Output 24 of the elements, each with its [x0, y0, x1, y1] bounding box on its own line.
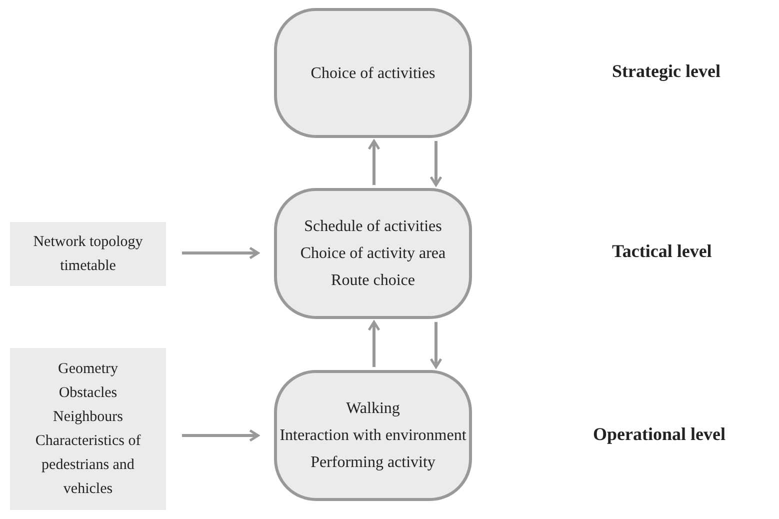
node-text: Choice of activities	[310, 64, 436, 84]
node-text: Performing activity	[310, 453, 436, 473]
level-label: Tactical level	[612, 241, 712, 262]
arrow	[368, 140, 380, 185]
arrow	[430, 141, 442, 186]
node-text: Interaction with environment	[280, 426, 466, 446]
rounded-box	[274, 370, 472, 501]
rounded-box	[274, 8, 472, 138]
level-label: Operational level	[593, 424, 726, 445]
level-label: Strategic level	[612, 61, 720, 82]
node-text: Neighbours	[53, 408, 123, 427]
node-text: Schedule of activities	[304, 217, 442, 237]
node-text: Characteristics of pedestrians and vehicles	[34, 432, 142, 499]
node-text: Choice of activity area	[300, 244, 446, 264]
node-text: Geometry	[58, 360, 118, 379]
arrow	[182, 429, 260, 442]
arrow	[182, 246, 260, 260]
node-text: Obstacles	[58, 384, 118, 403]
node-text: Walking	[346, 399, 400, 419]
arrow	[368, 320, 380, 367]
rounded-box	[274, 188, 472, 319]
node-text: Network topology timetable	[32, 233, 144, 276]
arrow	[430, 322, 442, 368]
node-text: Route choice	[331, 271, 415, 291]
